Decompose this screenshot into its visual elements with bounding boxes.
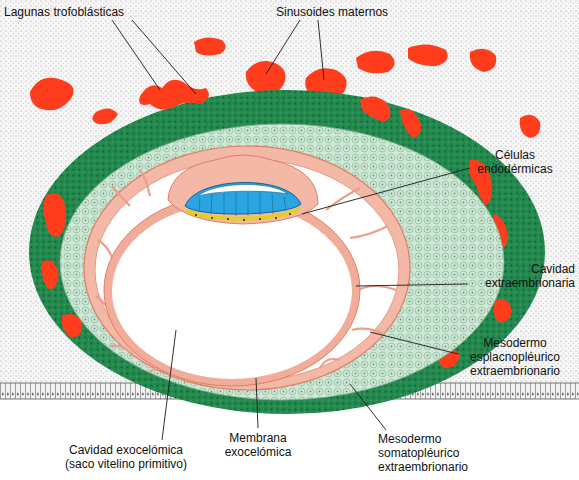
- exocoelomic-cavity: [112, 203, 352, 379]
- cell-wall: [199, 198, 200, 212]
- cytotrophoblast: [60, 124, 504, 400]
- lacuna: [139, 80, 209, 110]
- lacuna: [43, 193, 66, 237]
- strand: [352, 329, 384, 334]
- lacuna: [92, 108, 118, 124]
- cell-wall: [236, 192, 237, 216]
- part-label: Lagunas trofoblásticas: [4, 5, 204, 19]
- cell-wall: [272, 194, 273, 214]
- sinusoid: [356, 51, 395, 74]
- strand: [140, 170, 150, 196]
- nucleus: [259, 218, 261, 220]
- leader-line: [302, 168, 470, 214]
- sinusoid: [470, 49, 496, 72]
- sinusoid: [30, 78, 74, 111]
- epiblast: [185, 182, 301, 214]
- leader-line: [318, 20, 324, 80]
- epiblast-cells: [199, 192, 286, 216]
- lacuna: [360, 96, 391, 122]
- lacuna: [400, 109, 421, 138]
- hypoblast: [186, 208, 300, 219]
- leader-line: [350, 384, 386, 430]
- strand: [112, 186, 130, 206]
- part-label: Mesodermo esplacnopléurico extraembriona…: [455, 336, 575, 378]
- lacuna: [493, 299, 512, 322]
- sinusoid: [194, 37, 226, 55]
- leader-line: [370, 332, 458, 354]
- nucleus: [243, 219, 245, 221]
- cell-wall: [248, 192, 249, 216]
- lacuna: [42, 260, 59, 290]
- hypoblast-nuclei: [195, 213, 291, 221]
- nucleus: [211, 217, 213, 219]
- part-label: Sinusoides maternos: [276, 5, 436, 19]
- cell-wall: [260, 192, 261, 215]
- leader-line: [132, 20, 196, 94]
- connecting-stalk: [168, 155, 318, 224]
- strand: [320, 359, 340, 368]
- part-label: Mesodermo somatopléurico extraembrionari…: [378, 432, 488, 474]
- nucleus: [227, 218, 229, 220]
- sinusoid: [520, 115, 541, 138]
- cell-wall: [224, 193, 225, 215]
- part-label: Membrana exocelómica: [213, 431, 303, 459]
- strand: [326, 188, 360, 210]
- leader-line: [256, 378, 258, 428]
- leader-lines: [112, 20, 470, 440]
- nucleus: [195, 214, 197, 216]
- cell-wall: [284, 197, 286, 211]
- amniotic-cavity: [198, 184, 288, 196]
- nucleus: [275, 217, 277, 219]
- part-label: Células endodérmicas: [465, 148, 565, 176]
- part-label: Cavidad extraembrionaria: [470, 262, 575, 290]
- leader-line: [266, 20, 300, 74]
- leader-line: [162, 330, 176, 440]
- leader-line: [112, 20, 160, 90]
- nucleus: [289, 213, 291, 215]
- syncytiotrophoblast: [29, 90, 545, 414]
- strand: [358, 286, 396, 290]
- cell-wall: [211, 194, 212, 214]
- strand: [350, 226, 388, 238]
- leader-line: [356, 284, 468, 286]
- somatopleuric-mesoderm: [84, 146, 410, 390]
- sinusoid: [408, 44, 448, 66]
- sinusoid: [246, 61, 286, 95]
- part-label: Cavidad exocelómica (saco vitelino primi…: [56, 443, 196, 471]
